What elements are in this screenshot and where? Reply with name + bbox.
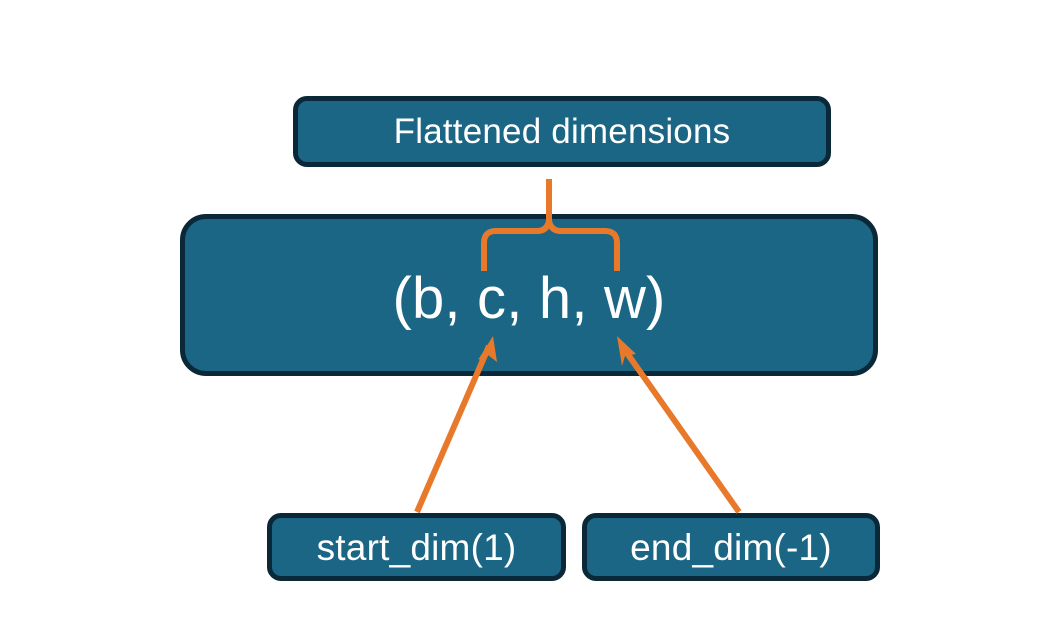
- node-flattened-dimensions[interactable]: Flattened dimensions: [293, 96, 831, 167]
- node-end-dim[interactable]: end_dim(-1): [582, 513, 880, 581]
- node-start-dim-label: start_dim(1): [316, 526, 517, 568]
- node-end-dim-label: end_dim(-1): [630, 526, 832, 568]
- node-start-dim[interactable]: start_dim(1): [267, 513, 566, 581]
- node-tensor-shape[interactable]: (b, c, h, w): [180, 214, 878, 376]
- node-tensor-shape-label: (b, c, h, w): [392, 266, 666, 331]
- node-flattened-dimensions-label: Flattened dimensions: [393, 112, 731, 151]
